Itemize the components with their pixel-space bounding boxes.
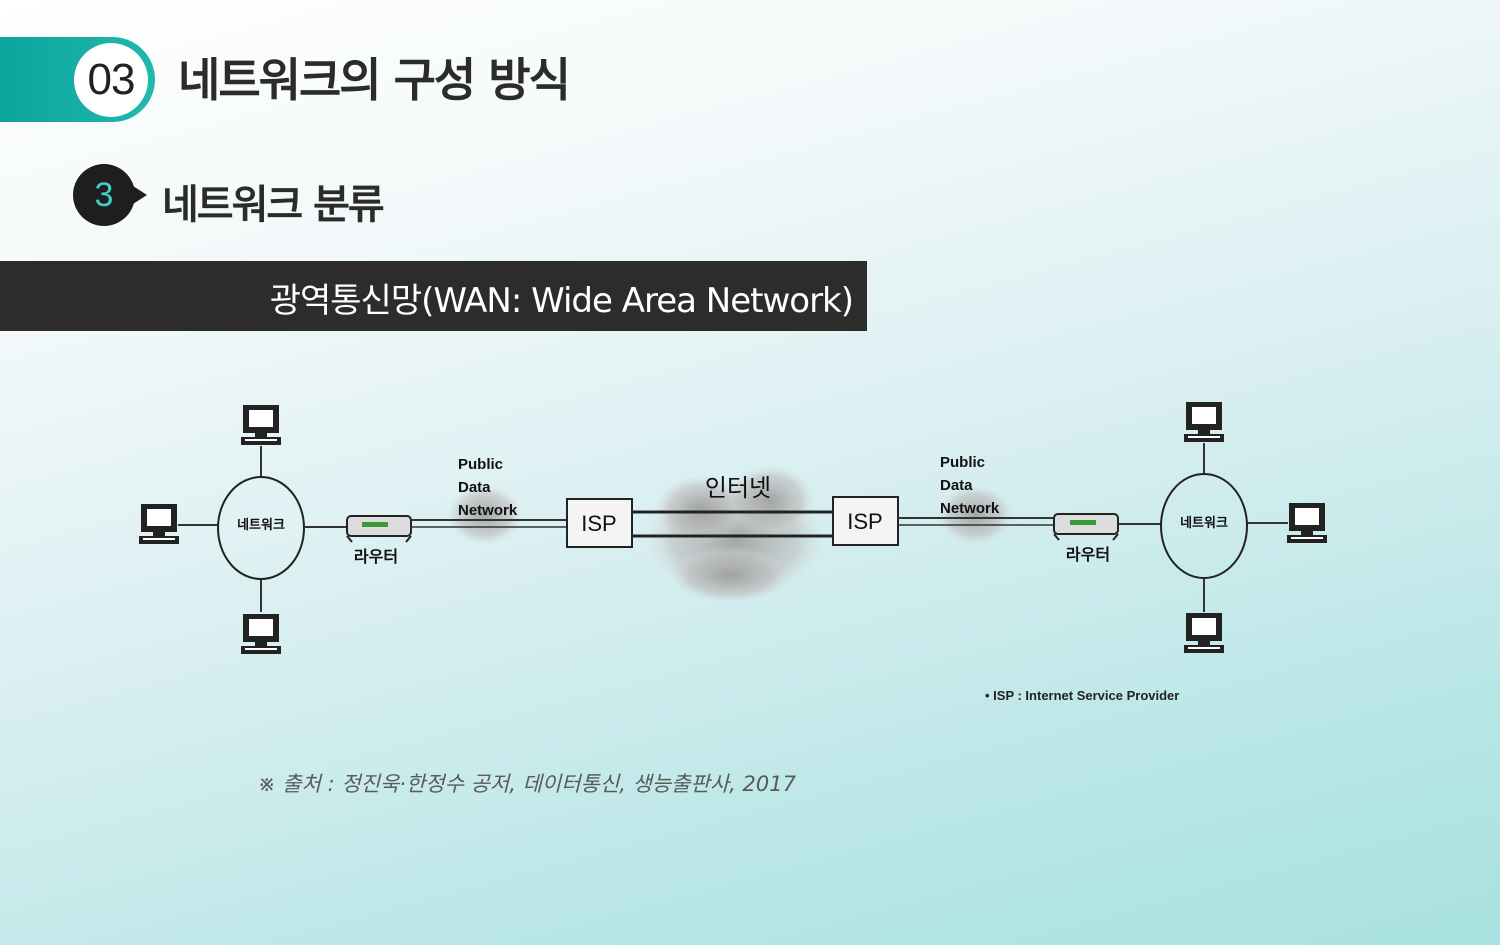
left-isp-label: ISP <box>581 511 616 536</box>
isp-footnote: • ISP : Internet Service Provider <box>985 688 1179 703</box>
left-network-label: 네트워크 <box>237 517 285 533</box>
svg-text:Network: Network <box>940 500 1000 517</box>
left-router-label: 라우터 <box>354 547 398 566</box>
svg-text:Network: Network <box>458 502 518 519</box>
right-pdn-label: Public Data Network <box>940 454 1000 517</box>
computer-icon <box>1184 402 1224 442</box>
right-network: 네트워크 <box>1160 402 1327 653</box>
internet-label: 인터넷 <box>705 474 771 502</box>
source-caption: ※ 출처 : 정진욱·한정수 공저, 데이터통신, 생능출판사, 2017 <box>258 772 796 796</box>
computer-icon <box>139 504 179 544</box>
right-router-label: 라우터 <box>1066 545 1110 564</box>
section-title: 네트워크의 구성 방식 <box>178 53 571 107</box>
computer-icon <box>241 614 281 654</box>
left-network: 네트워크 <box>139 405 305 654</box>
computer-icon <box>1184 613 1224 653</box>
topic-banner: 광역통신망(WAN: Wide Area Network) <box>0 261 867 331</box>
right-isp-box: ISP <box>832 496 899 546</box>
svg-text:Public: Public <box>458 456 503 473</box>
subsection-arrow-icon <box>133 186 147 204</box>
right-isp-label: ISP <box>847 509 882 534</box>
right-router: 라우터 <box>1053 513 1162 564</box>
subsection-number: 3 <box>73 164 135 226</box>
internet-cloud <box>645 465 825 603</box>
svg-text:Data: Data <box>940 477 973 494</box>
computer-icon <box>241 405 281 445</box>
right-pdn-cloud <box>937 485 1013 545</box>
left-router: 라우터 <box>304 515 412 566</box>
svg-text:Data: Data <box>458 479 491 496</box>
topic-banner-title: 광역통신망(WAN: Wide Area Network) <box>269 281 854 321</box>
subsection-title: 네트워크 분류 <box>162 182 385 228</box>
section-number: 03 <box>74 43 148 117</box>
computer-icon <box>1287 503 1327 543</box>
left-isp-box: ISP <box>566 498 633 548</box>
right-network-label: 네트워크 <box>1180 515 1228 531</box>
left-pdn-cloud <box>447 485 523 545</box>
left-pdn-label: Public Data Network <box>458 456 518 519</box>
svg-text:Public: Public <box>940 454 985 471</box>
